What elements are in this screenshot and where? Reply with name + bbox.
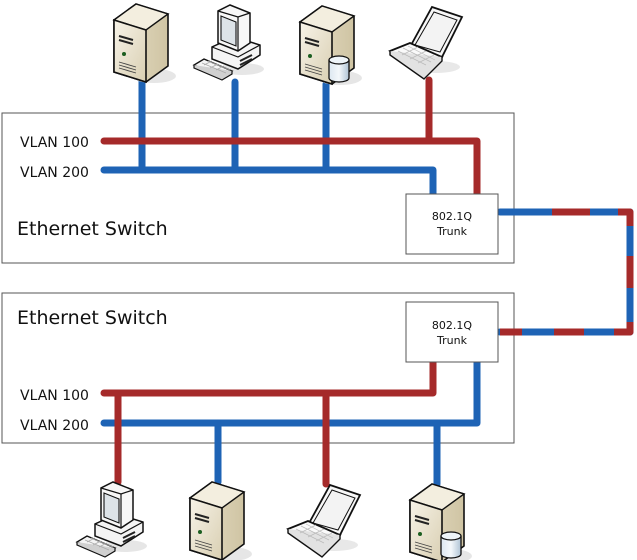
bottom-vlan100-bus [100, 358, 437, 397]
top-vlan100-label: VLAN 100 [20, 135, 89, 151]
server-icon[interactable] [189, 481, 253, 560]
server-icon[interactable] [113, 3, 177, 84]
bottom-vlan200-bus [100, 358, 481, 427]
trunk-label-line2: Trunk [436, 334, 468, 347]
database-server-icon[interactable] [299, 5, 363, 86]
top-vlan100-bus [100, 137, 481, 198]
trunk-link [496, 208, 634, 336]
trunk-label-line1: 802.1Q [432, 319, 472, 332]
desktop-computer-icon[interactable] [76, 481, 148, 558]
laptop-icon[interactable] [287, 484, 361, 558]
top-switch-title: Ethernet Switch [17, 218, 168, 240]
trunk-label-line1: 802.1Q [432, 210, 472, 223]
trunk-port-bottom: 802.1Q Trunk [405, 301, 499, 363]
top-vlan200-bus [100, 166, 437, 198]
top-vlan200-label: VLAN 200 [20, 165, 89, 181]
database-server-icon[interactable] [409, 483, 473, 560]
bottom-vlan200-label: VLAN 200 [20, 418, 89, 434]
bottom-vlan100-label: VLAN 100 [20, 388, 89, 404]
trunk-port-top: 802.1Q Trunk [405, 193, 499, 255]
bottom-switch-title: Ethernet Switch [17, 307, 168, 329]
laptop-icon[interactable] [389, 6, 463, 80]
desktop-computer-icon[interactable] [193, 4, 265, 81]
trunk-label-line2: Trunk [436, 225, 468, 238]
